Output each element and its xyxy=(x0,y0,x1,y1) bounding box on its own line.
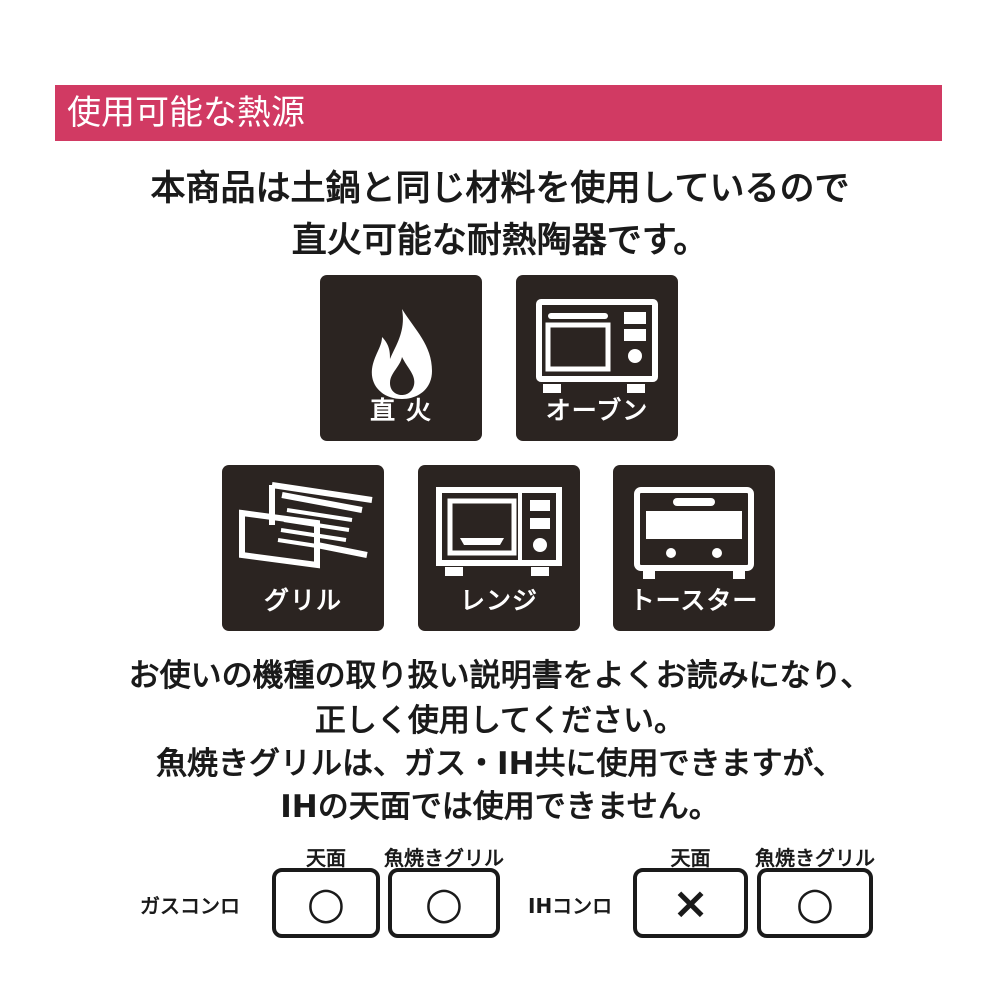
gas-top-cell: ○ xyxy=(272,868,380,938)
column-header: 魚焼きグリル xyxy=(384,846,504,870)
note-line: 魚焼きグリルは、ガス・IH共に使用できますが、 xyxy=(156,746,844,782)
tile-label: オーブン xyxy=(545,396,649,425)
toaster-icon xyxy=(634,487,754,579)
heat-source-toaster: トースター xyxy=(613,465,775,631)
note-line: お使いの機種の取り扱い説明書をよくお読みになり、 xyxy=(128,658,872,694)
heat-source-oven: オーブン xyxy=(516,275,678,441)
row-label-ih: IHコンロ xyxy=(528,894,613,918)
section-header: 使用可能な熱源 xyxy=(55,85,942,141)
row-label-gas: ガスコンロ xyxy=(140,894,240,918)
ih-top-cell: × xyxy=(633,868,748,938)
intro-line-2: 直火可能な耐熱陶器です。 xyxy=(291,221,709,261)
microwave-icon xyxy=(436,487,562,576)
tile-label: トースター xyxy=(629,586,759,615)
heat-source-microwave: レンジ xyxy=(418,465,580,631)
gas-grill-cell: ○ xyxy=(388,868,500,938)
intro-line-1: 本商品は土鍋と同じ材料を使用しているので xyxy=(150,169,850,209)
oven-icon xyxy=(536,299,658,393)
tile-label: レンジ xyxy=(459,586,538,615)
flame-icon xyxy=(371,309,432,399)
note-line: 正しく使用してください。 xyxy=(314,703,686,739)
grill-icon xyxy=(239,482,373,569)
column-header: 天面 xyxy=(306,846,346,870)
column-header: 魚焼きグリル xyxy=(755,846,875,870)
note-line: IHの天面では使用できません。 xyxy=(280,789,720,825)
heat-source-direct-fire: 直 火 xyxy=(320,275,482,441)
tile-label: グリル xyxy=(263,586,342,615)
ih-grill-cell: ○ xyxy=(757,868,873,938)
column-header: 天面 xyxy=(670,846,711,870)
heat-source-grill: グリル xyxy=(222,465,384,631)
tile-label: 直 火 xyxy=(370,396,432,425)
